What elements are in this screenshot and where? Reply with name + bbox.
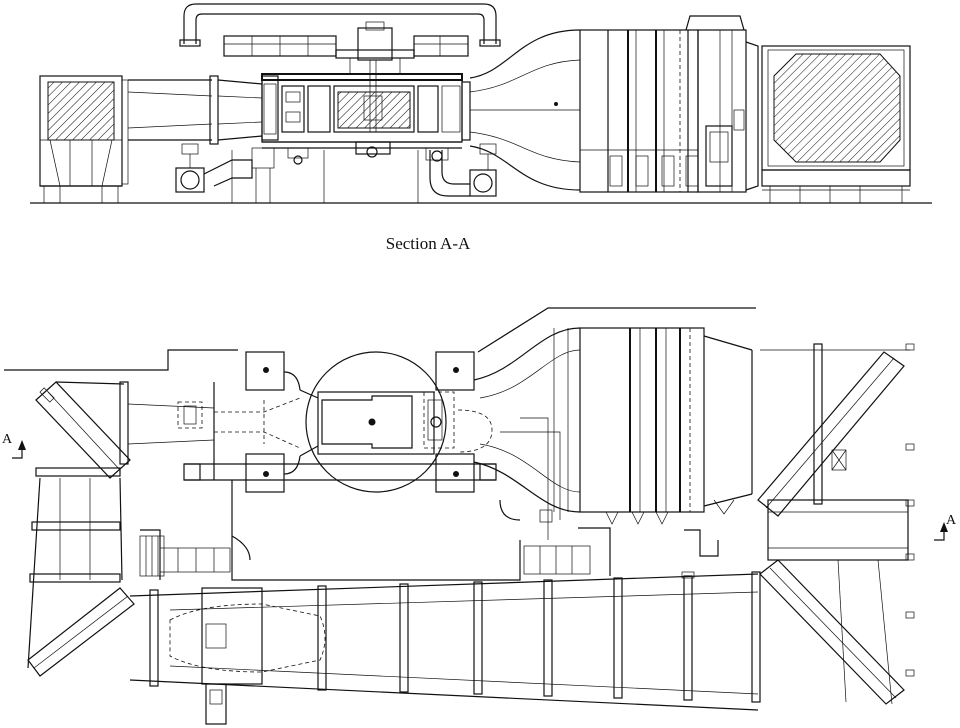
right-plan-exchanger [767,499,915,705]
diffuser [461,29,581,191]
section-marker-left: A [2,432,26,459]
upper-left-corner [35,381,131,479]
right-exchanger-box [761,45,911,203]
return-duct [129,571,761,725]
section-marker-right-label: A [946,513,957,528]
settling-chamber [579,29,699,193]
left-vertical-duct [27,467,123,669]
plan-view [4,307,915,725]
fan-motor-right [429,143,497,197]
catwalk [223,21,469,74]
inlet-duct [127,75,263,145]
section-marker-right: A [934,513,957,541]
test-section-frame [261,60,463,149]
lower-right-corner [759,559,905,705]
fan-motor-left [175,143,253,193]
plan-chamber [579,327,753,525]
test-section-supports [231,141,449,203]
left-exchanger-box [39,75,129,203]
section-elevation-view [30,3,932,204]
exchanger-tower [685,15,759,193]
plan-test-section [127,351,497,493]
section-marker-left-label: A [2,432,13,447]
overhead-pipe [179,3,501,47]
section-title: Section A-A [386,234,471,253]
building-walls [139,480,719,581]
upper-right-corner [757,343,915,517]
plan-diffuser [473,327,581,540]
lower-left-corner [27,587,135,677]
